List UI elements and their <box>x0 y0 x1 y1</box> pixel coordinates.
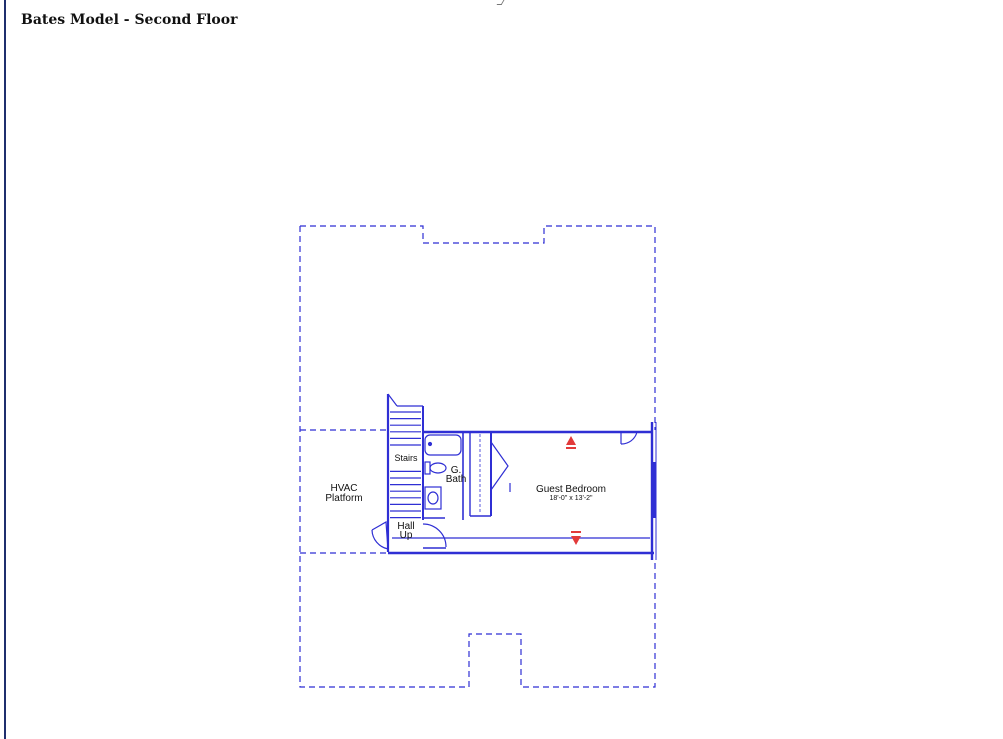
bath-label-line1: G. <box>451 465 462 476</box>
bath-label: G. Bath <box>446 465 467 485</box>
hall-label-line1: Hall <box>397 521 414 532</box>
ceiling-markers <box>566 436 581 545</box>
guest-bedroom-dimensions: 18'-0" x 13'-2" <box>549 495 593 502</box>
toilet <box>424 461 447 475</box>
hall-label-line2: Up <box>400 530 413 541</box>
page-frame-border <box>4 0 6 739</box>
hall-label: Hall Up <box>397 521 414 541</box>
page-title: Bates Model - Second Floor <box>21 12 238 28</box>
bath-label-line2: Bath <box>446 474 467 485</box>
hvac-platform-label: HVAC Platform <box>325 483 362 504</box>
hvac-label-line2: Platform <box>325 493 362 504</box>
marker-down-label <box>571 531 581 533</box>
marker-up <box>566 436 576 445</box>
bathtub <box>424 434 462 456</box>
guest-bedroom-name: Guest Bedroom <box>536 484 606 495</box>
roof-outline <box>299 225 656 688</box>
stairs-label: Stairs <box>394 453 418 463</box>
marker-up-label <box>566 447 576 449</box>
hvac-label-line1: HVAC <box>330 483 357 494</box>
doors <box>371 431 638 551</box>
guest-bedroom-label: Guest Bedroom 18'-0" x 13'-2" <box>536 484 606 502</box>
sink <box>424 486 442 510</box>
walls <box>388 422 657 560</box>
stairs-label-group: Stairs <box>392 452 420 463</box>
marker-down <box>571 536 581 545</box>
